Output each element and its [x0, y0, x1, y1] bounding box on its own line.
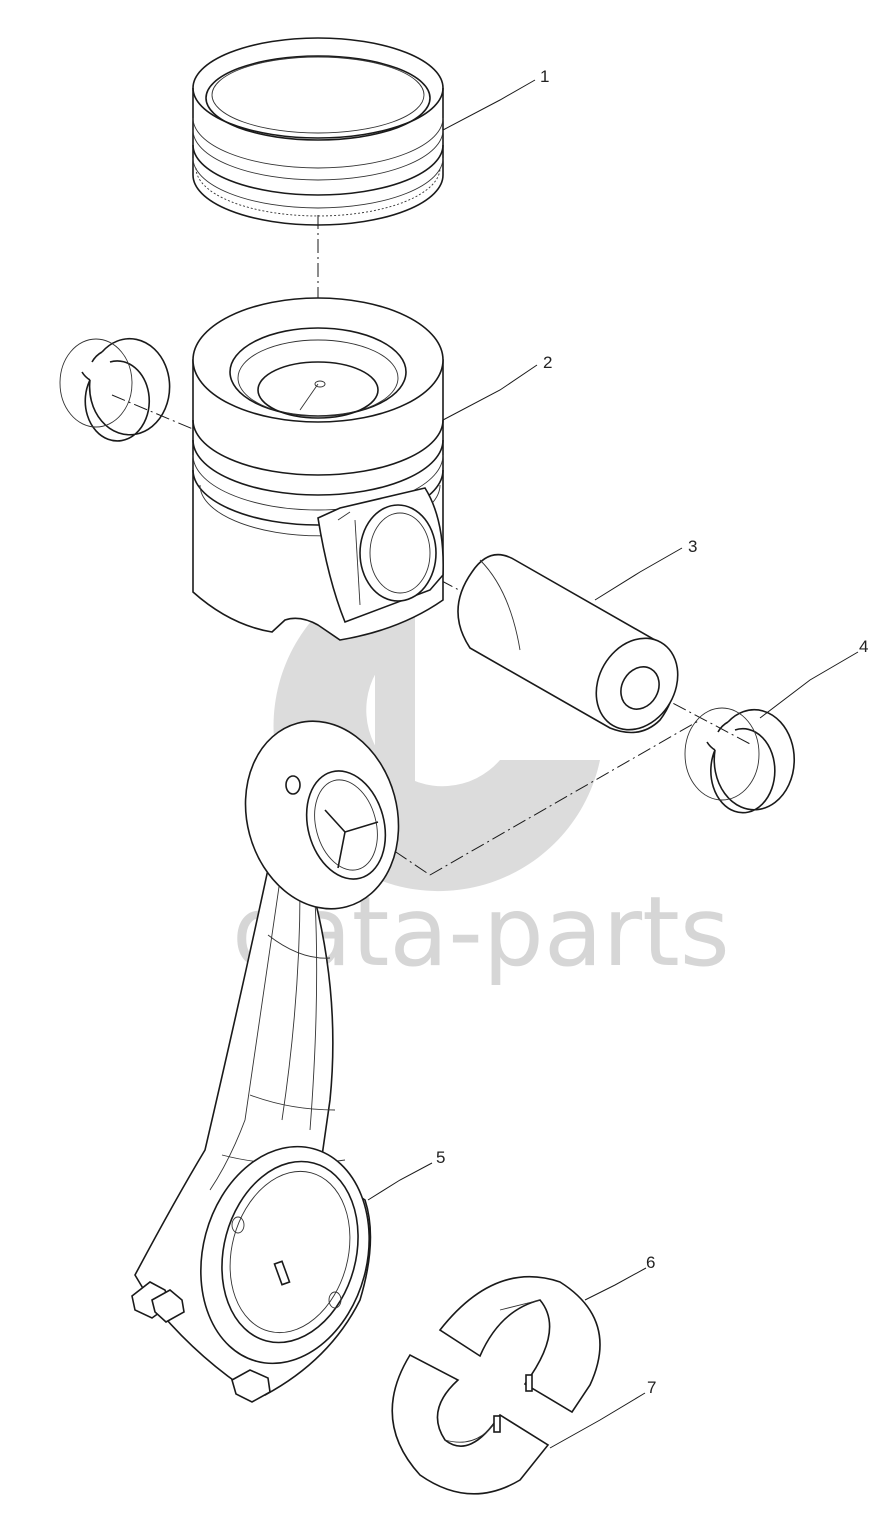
piston-pin-part: [457, 553, 679, 734]
callout-4: 4: [859, 637, 868, 656]
callout-5: 5: [436, 1148, 445, 1167]
callout-6: 6: [646, 1253, 655, 1272]
callout-1: 1: [540, 67, 549, 86]
snap-ring-right-part: [684, 707, 795, 814]
bearing-shell-lower-part: [391, 1353, 550, 1495]
callout-7: 7: [647, 1378, 656, 1397]
bearing-shell-upper-part: [438, 1275, 601, 1414]
piston-part: [192, 297, 444, 641]
piston-rings-part: [192, 37, 444, 226]
snap-ring-left-part: [59, 337, 171, 442]
callout-3: 3: [688, 537, 697, 556]
connecting-rod-part: [131, 720, 400, 1403]
callout-labels: 1 2 3 4 5 6 7: [436, 67, 868, 1397]
leader-lines: [367, 79, 859, 1449]
callout-2: 2: [543, 353, 552, 372]
